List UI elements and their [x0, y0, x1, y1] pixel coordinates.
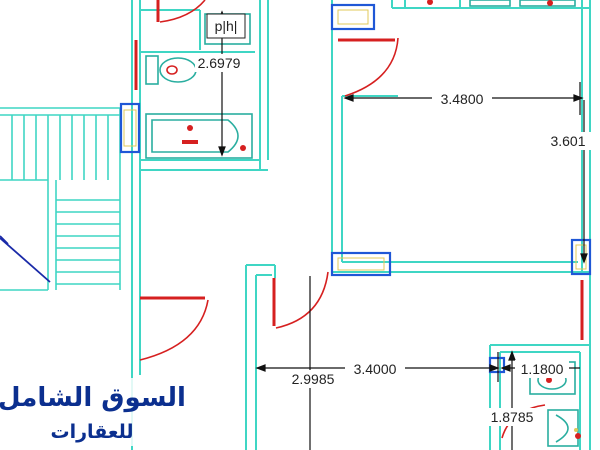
dimension-3-4000: 3.4000	[354, 361, 397, 377]
dimension-2-6979: 2.6979	[198, 55, 241, 71]
dimension-1-8785: 1.8785	[491, 409, 534, 425]
dim-bg-1	[195, 54, 243, 72]
windows	[119, 3, 592, 374]
dimension-2-9985: 2.9985	[292, 371, 335, 387]
dimension-3-4800: 3.4800	[441, 91, 484, 107]
dimension-1-1800: 1.1800	[521, 361, 564, 377]
watermark-title: السوق الشامل	[0, 383, 186, 413]
staircase	[0, 107, 121, 291]
dim-bg-3	[542, 132, 594, 150]
dimension-3-601: 3.601	[550, 133, 585, 149]
watermark-subtitle: للعقارات	[51, 421, 134, 443]
dim-bg-7	[484, 408, 540, 426]
room-label-box: p|h|	[206, 13, 246, 39]
stair-arrow	[0, 235, 51, 283]
room-label: p|h|	[215, 18, 238, 34]
dim-bg-6	[515, 360, 569, 378]
dim-bg-2	[432, 90, 492, 108]
dim-bg-4	[285, 370, 341, 388]
dim-bg-5	[345, 360, 405, 378]
fixture-accents	[182, 0, 581, 439]
doors	[139, 0, 546, 439]
watermark: السوق الشامل للعقارات	[0, 378, 186, 446]
dimension-lines	[218, 10, 588, 450]
